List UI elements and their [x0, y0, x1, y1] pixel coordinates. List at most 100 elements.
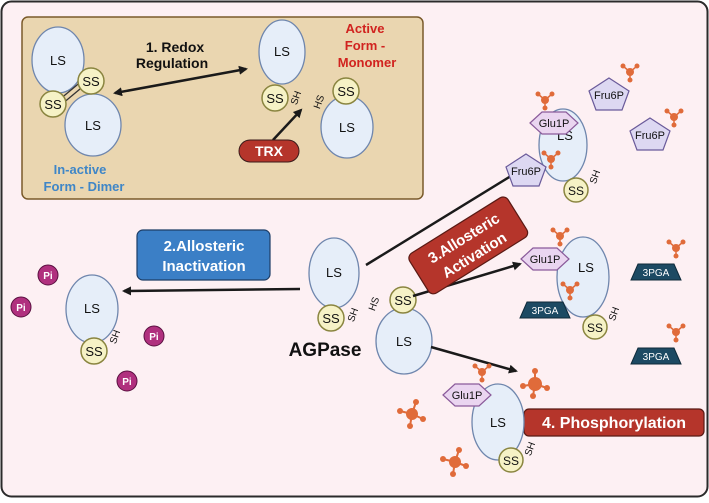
ss-label: SS: [568, 184, 584, 198]
pi-label: Pi: [43, 271, 53, 282]
ss-label: SS: [503, 454, 519, 468]
phosphate-icon: [560, 281, 580, 301]
inactive-form-label: Form - Dimer: [44, 179, 125, 194]
pi-label: Pi: [122, 377, 132, 388]
ls-label: LS: [326, 265, 342, 280]
inactivation-label: Inactivation: [162, 258, 245, 275]
pi-molecules: Pi Pi Pi Pi: [10, 264, 165, 392]
phosphorylation-banner: 4. Phosphorylation: [523, 408, 705, 437]
pga-molecule: 3PGA: [630, 347, 682, 365]
ss-subunit: [77, 67, 105, 95]
ls-label: LS: [85, 118, 101, 133]
glu1p-label: Glu1P: [530, 254, 561, 266]
glu1p-molecule: Glu1P: [529, 111, 579, 135]
inactive-dimer: LS LS SS SS In-active Form - Dimer: [31, 26, 125, 194]
pga-molecule: 3PGA: [519, 301, 571, 319]
phosphate-icon: [535, 91, 555, 111]
phosphate-group-icon: [397, 399, 426, 429]
pi-label: Pi: [149, 332, 159, 343]
fru6p-label: Fru6P: [635, 130, 665, 142]
sh-label: SH: [523, 441, 538, 458]
phosphate-icon: [472, 363, 492, 383]
ss-subunit: [317, 304, 345, 332]
active-form-label: Monomer: [338, 55, 397, 70]
ss-label: SS: [587, 321, 603, 335]
pi-molecule: [143, 325, 165, 347]
fru6p-molecule: Fru6P: [588, 77, 630, 111]
phosphate-group-icon: [440, 447, 469, 477]
hs-label: HS: [312, 93, 327, 110]
phosphate-icon: [541, 150, 561, 170]
phosphate-icon: [666, 323, 686, 343]
fru6p-molecule: Fru6P: [629, 117, 671, 151]
trx-arrow: [272, 108, 303, 141]
sh-label: SH: [588, 169, 603, 186]
agpase-enzyme: LS LS SS SS SH HS AGPase: [289, 237, 433, 375]
fru6p-label: Fru6P: [594, 90, 624, 102]
ss-label: SS: [85, 344, 103, 359]
redox-label: 1. Redox: [146, 39, 205, 55]
redox-label: Regulation: [136, 55, 208, 71]
agpase-label: AGPase: [289, 340, 362, 361]
allosteric-inactivation-banner: 2.Allosteric Inactivation: [136, 229, 271, 281]
phosphate-icon: [666, 239, 686, 259]
pi-molecule: [10, 296, 32, 318]
pi-label: Pi: [16, 303, 26, 314]
sh-label: SH: [607, 306, 622, 323]
sh-label: SH: [346, 307, 361, 324]
ls-label: LS: [339, 120, 355, 135]
ls-label: LS: [490, 415, 506, 430]
ss-subunit: [332, 77, 360, 105]
ls-label: LS: [274, 44, 290, 59]
ss-subunit: [563, 177, 589, 203]
ss-subunit: [39, 90, 67, 118]
phosphorylation-arrow: [430, 345, 518, 374]
inactivation-label: 2.Allosteric: [164, 238, 245, 255]
phosphate-group-icon: [520, 368, 550, 399]
phosphorylated-enzyme: LS SS SH: [471, 383, 538, 473]
ss-label: SS: [82, 74, 100, 89]
pga-label: 3PGA: [643, 268, 670, 279]
pi-molecule: [116, 370, 138, 392]
phosphorylation-label: 4. Phosphorylation: [542, 415, 686, 432]
phosphate-icon: [550, 227, 570, 247]
ls-label: LS: [84, 301, 100, 316]
ss-label: SS: [337, 84, 355, 99]
active-monomer: LS LS SS SS SH HS Active Form - Monomer: [258, 19, 397, 159]
active-form-label: Form -: [345, 38, 385, 53]
pga-label: 3PGA: [643, 352, 670, 363]
ls-label: LS: [578, 260, 594, 275]
fru6p-molecule: Fru6P: [505, 153, 547, 187]
ls-subunit: [471, 383, 525, 461]
ss-label: SS: [322, 311, 340, 326]
inactive-form-label: In-active: [54, 162, 107, 177]
ss-label: SS: [44, 97, 62, 112]
sh-label: SH: [108, 329, 123, 346]
pi-molecule: [37, 264, 59, 286]
activation-arrow: [365, 166, 526, 267]
glu1p-label: Glu1P: [539, 118, 570, 130]
sh-label: SH: [289, 90, 304, 107]
ss-subunit: [80, 337, 108, 365]
phosphate-icons: [472, 63, 686, 383]
ss-label: SS: [266, 91, 284, 106]
active-form-label: Active: [345, 21, 384, 36]
redox-panel: [21, 16, 424, 200]
pga-label: 3PGA: [532, 306, 559, 317]
pga-molecule: 3PGA: [630, 263, 682, 281]
phosphate-icon: [664, 108, 684, 128]
redox-arrow: [113, 65, 248, 97]
inactivated-enzyme: LS SS SH: [65, 274, 123, 365]
ls-label: LS: [50, 53, 66, 68]
fru6p-label: Fru6P: [511, 166, 541, 178]
inactivation-arrow: [122, 286, 301, 296]
ss-subunit: [498, 447, 524, 473]
ss-subunit: [582, 314, 608, 340]
glu1p-label: Glu1P: [452, 390, 483, 402]
ls-label: LS: [396, 334, 412, 349]
ls-subunit: [258, 19, 306, 85]
phosphate-icon: [620, 63, 640, 83]
trx-label: TRX: [255, 143, 284, 159]
